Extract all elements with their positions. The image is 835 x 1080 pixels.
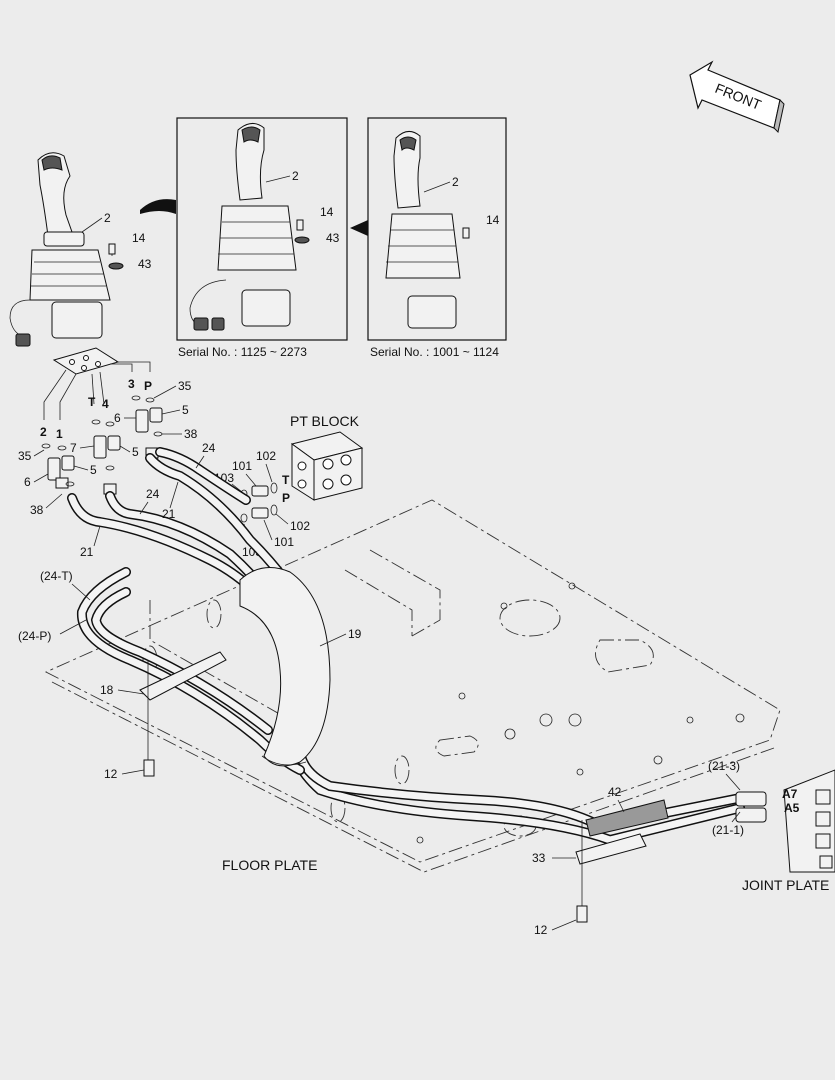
port-t-label-block: T (282, 473, 290, 487)
joint-plate-label: JOINT PLATE (742, 877, 829, 893)
callout-24-upper: 24 (202, 441, 216, 455)
callout-12-right: 12 (534, 923, 548, 937)
fitting-group-mid (91, 419, 121, 495)
clamp-42 (575, 799, 669, 923)
port-a5-label: A5 (784, 801, 800, 815)
callout-35-left: 35 (18, 449, 32, 463)
callout-35-right: 35 (178, 379, 192, 393)
sleeve-band (261, 755, 307, 766)
callout-38-left: 38 (30, 503, 44, 517)
joystick-inset-2 (385, 131, 461, 329)
callout-21-upper: 21 (162, 507, 176, 521)
callout-14-inset1: 14 (320, 205, 334, 219)
fitting-group-right (131, 395, 163, 459)
callout-43-main: 43 (138, 257, 152, 271)
callout-101-bottom: 101 (274, 535, 294, 549)
callout-24-t: (24-T) (40, 569, 73, 583)
hose-sleeve (239, 567, 331, 767)
pt-block-label: PT BLOCK (290, 413, 360, 429)
callout-24-lower: 24 (146, 487, 160, 501)
port-3-label: 3 (128, 377, 135, 391)
screw-14-inset1 (296, 219, 304, 231)
joystick-inset-1 (189, 123, 297, 331)
joystick-main (9, 152, 111, 347)
callout-6-right: 6 (114, 411, 121, 425)
inset-pointer-1 (140, 199, 176, 214)
callout-6-left: 6 (24, 475, 31, 489)
fitting-group-left (41, 443, 75, 489)
callout-2-main: 2 (104, 211, 111, 225)
pt-block (290, 431, 364, 501)
callout-14-main: 14 (132, 231, 146, 245)
port-4-label: 4 (102, 397, 109, 411)
callout-21-1: (21-1) (712, 823, 744, 837)
callout-24-p: (24-P) (18, 629, 51, 643)
callout-33: 33 (532, 851, 546, 865)
inset-pointer-2 (350, 220, 368, 236)
port-1-label: 1 (56, 427, 63, 441)
joint-plate (735, 769, 835, 873)
front-arrow-icon: FRONT (689, 60, 785, 134)
callout-101-top: 101 (232, 459, 252, 473)
callout-42: 42 (608, 785, 622, 799)
callout-5-right: 5 (182, 403, 189, 417)
callout-38-right: 38 (184, 427, 198, 441)
callout-2-inset1: 2 (292, 169, 299, 183)
callout-21-lower: 21 (80, 545, 94, 559)
callout-5-left: 5 (90, 463, 97, 477)
callout-102-top: 102 (256, 449, 276, 463)
screw-14-main (108, 243, 116, 255)
pt-fittings (240, 482, 278, 523)
port-p-label-block: P (282, 491, 290, 505)
callout-7: 7 (70, 441, 77, 455)
callout-19: 19 (348, 627, 362, 641)
callout-12-left: 12 (104, 767, 118, 781)
callout-2-inset2: 2 (452, 175, 459, 189)
callout-43-inset1: 43 (326, 231, 340, 245)
floor-plate (44, 499, 781, 873)
inset-box-1 (176, 117, 348, 341)
callout-21-3: (21-3) (708, 759, 740, 773)
inset-serial-1: Serial No. : 1125 ~ 2273 (178, 345, 307, 359)
screw-14-inset2 (462, 227, 470, 239)
callout-18: 18 (100, 683, 114, 697)
floor-plate-label: FLOOR PLATE (222, 857, 317, 873)
callout-5-mid: 5 (132, 445, 139, 459)
callout-14-inset2: 14 (486, 213, 500, 227)
clamp-18 (139, 651, 227, 777)
washer-43-inset1 (294, 236, 310, 244)
callout-102-bottom: 102 (290, 519, 310, 533)
port-2-label: 2 (40, 425, 47, 439)
port-p-label-valve: P (144, 379, 152, 393)
washer-43-main (108, 262, 124, 270)
port-a7-label: A7 (782, 787, 798, 801)
port-t-label-valve: T (88, 395, 96, 409)
inset-serial-2: Serial No. : 1001 ~ 1124 (370, 345, 499, 359)
